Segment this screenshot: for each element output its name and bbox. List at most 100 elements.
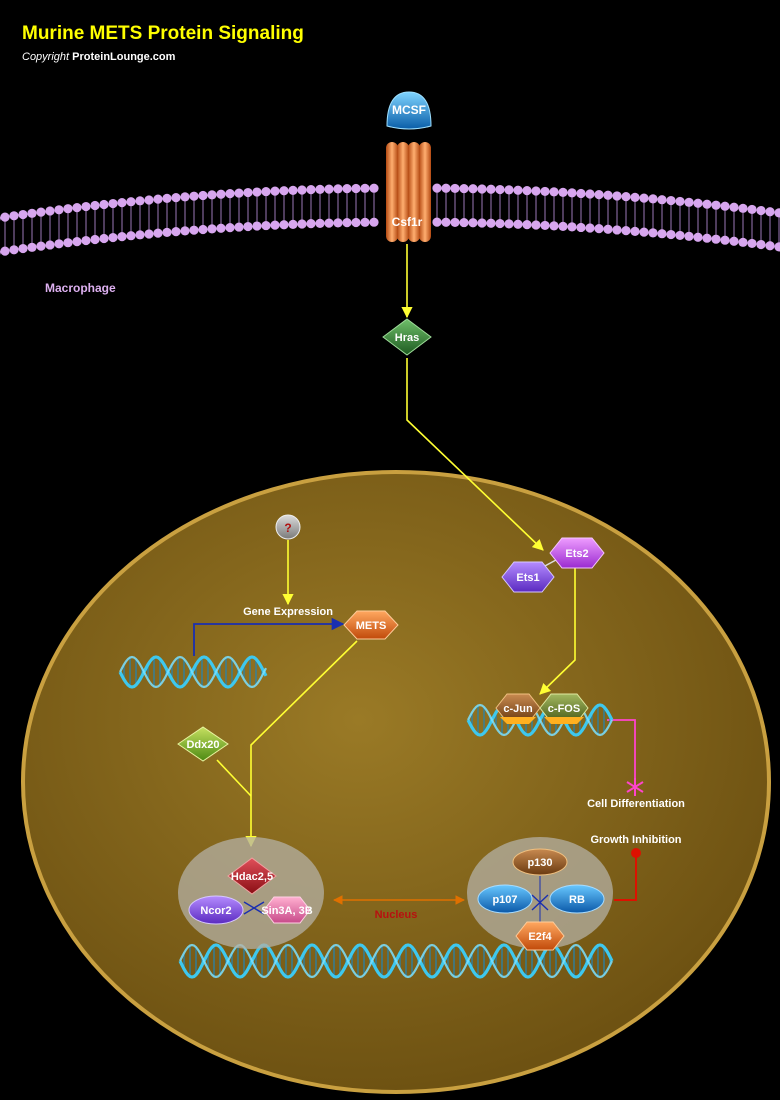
lipid-head: [450, 217, 460, 228]
lipid-head: [270, 220, 280, 230]
lipid-head: [252, 221, 262, 231]
lipid-head: [252, 187, 262, 197]
line-ddx20: [216, 759, 252, 797]
lipid-head: [558, 187, 568, 197]
macrophage-label: Macrophage: [45, 281, 116, 295]
mets-label: METS: [356, 620, 387, 632]
lipid-head: [738, 237, 748, 247]
lipid-head: [162, 227, 172, 237]
csf1r-label: Csf1r: [392, 215, 423, 229]
ets1-label: Ets1: [516, 572, 539, 584]
lipid-head: [207, 224, 217, 234]
lipid-head: [27, 208, 37, 218]
copyright: Copyright ProteinLounge.com: [22, 51, 176, 63]
gene-expression-label: Gene Expression: [243, 606, 333, 618]
p130-node: [512, 848, 568, 876]
lipid-head: [360, 183, 370, 193]
lipid-head: [567, 188, 577, 198]
lipid-head: [693, 232, 703, 242]
lipid-head: [45, 206, 55, 216]
lipid-head: [261, 186, 271, 197]
lipid-head: [117, 198, 127, 208]
lipid-head: [549, 221, 559, 231]
lipid-head: [747, 238, 757, 249]
hdac-node: [227, 857, 277, 895]
lipid-head: [477, 218, 487, 228]
p107-label: p107: [492, 894, 517, 906]
lipid-head: [126, 231, 136, 241]
lipid-head: [576, 188, 586, 199]
p107-node: [477, 884, 533, 914]
lipid-head: [711, 234, 721, 244]
arrow-mets-hdac: [245, 640, 358, 848]
lipid-head: [0, 250, 1, 255]
lipid-head: [531, 220, 541, 230]
lipid-head: [756, 239, 766, 250]
lipid-head: [243, 187, 253, 198]
lipid-head: [477, 184, 487, 194]
ddx20-node: [177, 726, 229, 762]
lipid-head: [612, 225, 622, 235]
lipid-head: [0, 246, 10, 256]
lipid-head: [162, 193, 172, 203]
lipid-head: [324, 218, 334, 228]
dna-strand: [119, 655, 267, 689]
lipid-head: [513, 185, 523, 195]
p130-label: p130: [527, 857, 552, 869]
lipid-head: [108, 232, 118, 243]
cell-membrane: [0, 183, 780, 256]
lipid-head: [144, 229, 154, 239]
lipid-head: [288, 219, 298, 229]
lipid-head: [486, 218, 496, 228]
lipid-head: [27, 242, 37, 252]
line-growth-inhibition: [614, 856, 637, 901]
ets2-node: [549, 537, 605, 569]
lipid-head: [720, 201, 730, 211]
lipid-head: [720, 235, 730, 245]
lipid-head: [18, 243, 28, 254]
lipid-head: [243, 221, 253, 232]
lipid-head: [0, 216, 1, 221]
lipid-head: [441, 183, 451, 193]
nucleus-label: Nucleus: [375, 909, 418, 921]
lipid-head: [504, 219, 514, 229]
sin3a-node: [263, 896, 311, 924]
lipid-head: [648, 194, 658, 204]
lipid-head: [189, 225, 199, 235]
lipid-head: [468, 218, 478, 228]
lipid-head: [9, 211, 19, 221]
lipid-head: [333, 184, 343, 194]
lipid-head: [747, 204, 757, 215]
lipid-head: [621, 192, 631, 202]
lipid-head: [9, 245, 19, 255]
hras-node: [382, 318, 432, 356]
lipid-head: [360, 217, 370, 227]
lipid-head: [72, 203, 82, 213]
lipid-head: [639, 227, 649, 237]
lipid-head: [513, 219, 523, 229]
activation-arrows: [216, 244, 576, 848]
lipid-head: [603, 224, 613, 234]
lipid-head: [198, 224, 208, 235]
dna-chromatin: [178, 943, 614, 979]
lipid-head: [72, 237, 82, 247]
lipid-head: [216, 223, 226, 233]
unknown-label: ?: [284, 521, 291, 535]
lipid-head: [549, 187, 559, 197]
lipid-head: [558, 221, 568, 231]
mcsf-label: MCSF: [392, 103, 426, 117]
lipid-head: [729, 236, 739, 246]
hdac-label: Hdac2,5: [231, 871, 273, 883]
e2f4-label: E2f4: [528, 931, 552, 943]
lipid-head: [657, 195, 667, 205]
lipid-head: [459, 217, 469, 228]
lipid-head: [261, 220, 271, 231]
lipid-head: [315, 218, 325, 228]
lipid-head: [657, 229, 667, 239]
lipid-head: [468, 184, 478, 194]
lipid-head: [765, 241, 775, 251]
lipid-head: [63, 238, 73, 248]
lipid-head: [612, 191, 622, 201]
lipid-head: [675, 230, 685, 241]
lipid-head: [297, 185, 307, 195]
